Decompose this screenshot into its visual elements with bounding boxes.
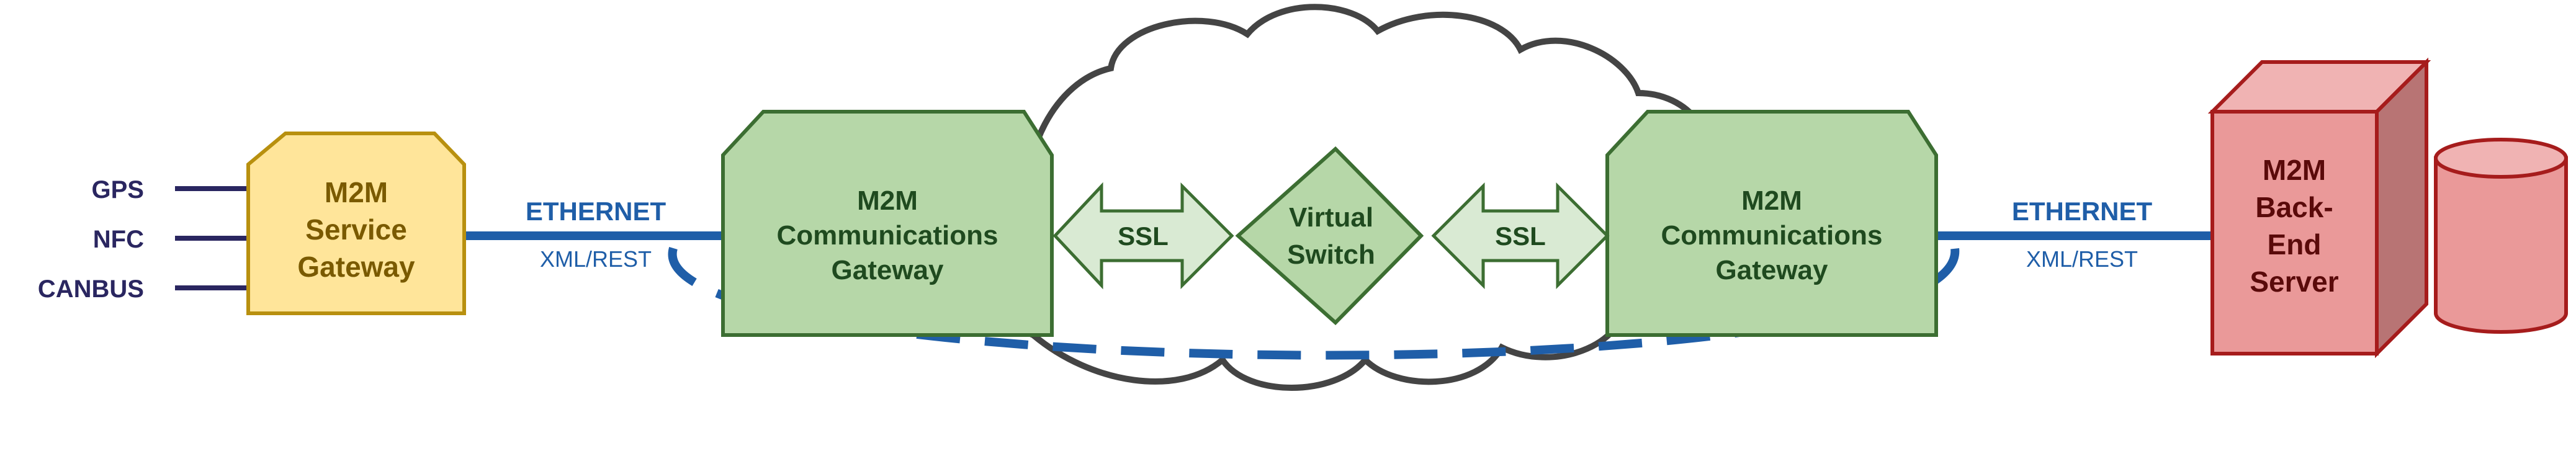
service-gateway: M2M Service Gateway bbox=[246, 132, 466, 315]
right-comm-gateway-line-3: Gateway bbox=[1716, 255, 1829, 285]
backend-server: M2M Back- End Server bbox=[2207, 57, 2431, 359]
left-ssl-label: SSL bbox=[1118, 221, 1169, 251]
right-ssl-label: SSL bbox=[1495, 221, 1546, 251]
left-ethernet-label: ETHERNET bbox=[526, 197, 666, 226]
virtual-switch: Virtual Switch bbox=[1235, 146, 1424, 326]
server-line-4: Server bbox=[2250, 266, 2338, 298]
input-label-gps: GPS bbox=[92, 176, 144, 203]
database-cylinder bbox=[2434, 138, 2568, 334]
left-xml-rest-label: XML/REST bbox=[540, 246, 652, 272]
virtual-switch-line-2: Switch bbox=[1287, 239, 1375, 270]
right-comm-gateway-line-2: Communications bbox=[1661, 220, 1883, 251]
service-gateway-line-1: M2M bbox=[325, 176, 388, 208]
right-comm-gateway-line-1: M2M bbox=[1741, 186, 1802, 216]
right-comm-gateway: M2M Communications Gateway bbox=[1605, 110, 1938, 337]
right-ssl-arrow: SSL bbox=[1431, 182, 1610, 290]
left-comm-gateway-line-3: Gateway bbox=[832, 255, 945, 285]
left-comm-gateway-line-2: Communications bbox=[777, 220, 999, 251]
virtual-switch-line-1: Virtual bbox=[1289, 202, 1373, 233]
server-line-1: M2M bbox=[2263, 154, 2326, 186]
service-gateway-line-2: Service bbox=[305, 213, 407, 246]
server-line-3: End bbox=[2268, 228, 2322, 261]
input-lines bbox=[175, 186, 254, 290]
left-comm-gateway-line-1: M2M bbox=[857, 186, 918, 216]
input-label-canbus: CANBUS bbox=[38, 275, 144, 303]
right-ethernet-label: ETHERNET bbox=[2012, 197, 2153, 226]
server-line-2: Back- bbox=[2255, 191, 2333, 223]
input-label-nfc: NFC bbox=[93, 226, 144, 253]
left-comm-gateway: M2M Communications Gateway bbox=[721, 110, 1054, 337]
right-xml-rest-label: XML/REST bbox=[2026, 246, 2138, 272]
service-gateway-line-3: Gateway bbox=[297, 251, 415, 283]
left-ssl-arrow: SSL bbox=[1052, 182, 1234, 290]
